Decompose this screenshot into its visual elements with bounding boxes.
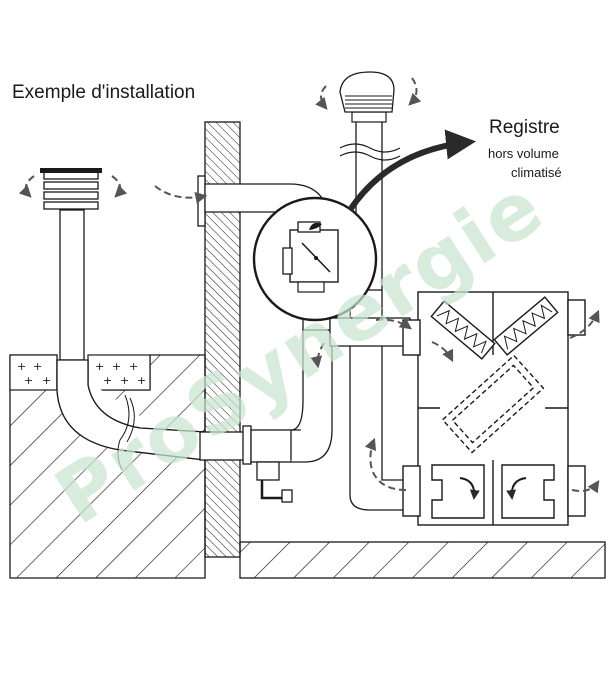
svg-text:+: + [120,374,129,387]
ground-slab: ++ ++ +++ +++ [9,354,206,579]
register-magnifier [252,196,378,322]
svg-text:+: + [95,360,104,373]
heat-recovery-unit [402,291,586,526]
register-label: Registre [489,117,560,138]
svg-text:+: + [129,360,138,373]
outdoor-intake-pipe [40,168,102,361]
svg-text:+: + [137,374,146,387]
floor [239,541,606,579]
svg-text:+: + [24,374,33,387]
svg-text:+: + [103,374,112,387]
airflow-arrows [18,77,600,494]
diagram-title: Exemple d'installation [12,82,196,103]
condensate-trap [256,461,293,503]
register-caption-line2: climatisé [511,165,562,180]
earth-tube [56,359,206,471]
register-pointer-arrow [347,129,476,212]
svg-text:+: + [112,360,121,373]
svg-text:+: + [33,360,42,373]
supply-duct [329,317,411,347]
register-caption-line1: hors volume [488,146,559,161]
svg-text:+: + [17,360,26,373]
svg-text:+: + [42,374,51,387]
